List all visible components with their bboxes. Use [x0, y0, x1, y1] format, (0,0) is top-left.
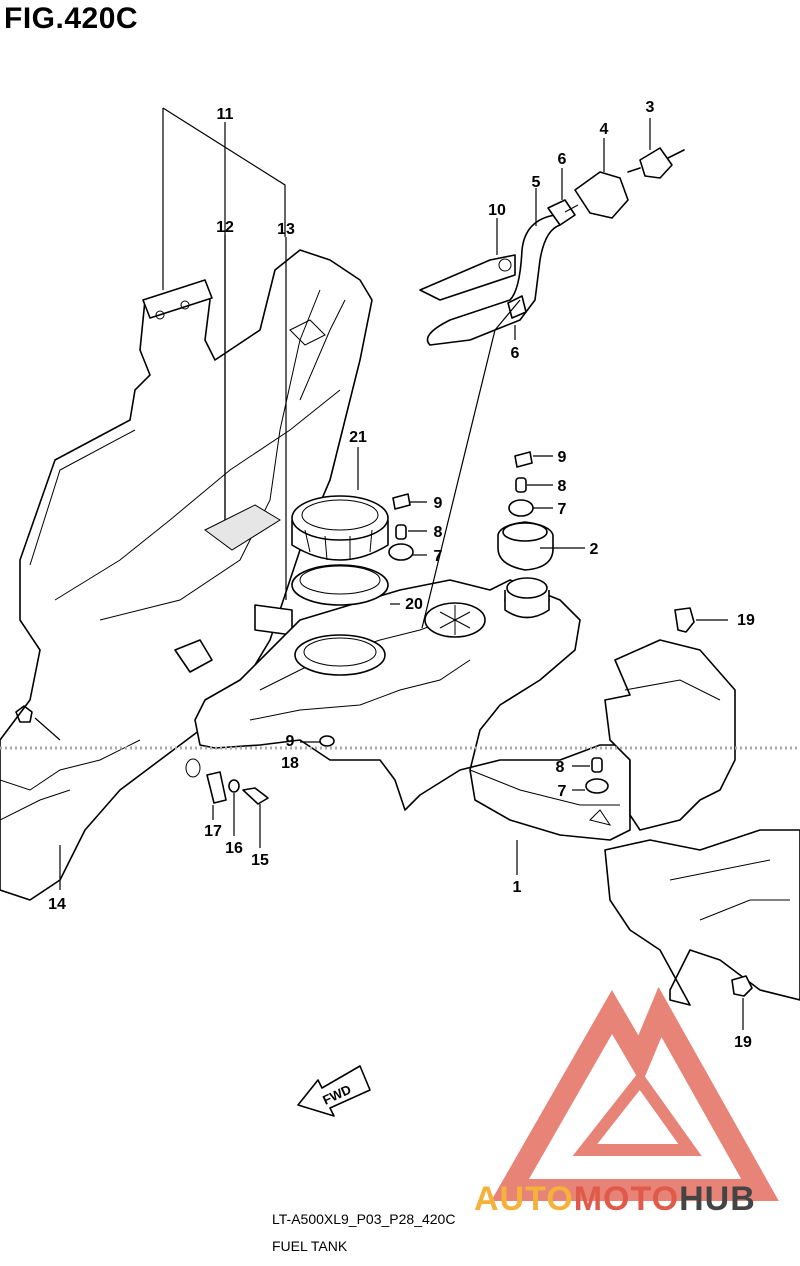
- label-part-12: 12: [216, 219, 234, 236]
- label-part-7-c: 7: [558, 783, 567, 800]
- label-part-20: 20: [405, 596, 423, 613]
- cap-ring: [291, 495, 389, 561]
- leader-lines: [34, 107, 744, 1030]
- small-fasteners: [15, 451, 753, 997]
- label-part-15: 15: [251, 852, 269, 869]
- label-part-8-a: 8: [434, 524, 443, 541]
- fuel-tank-body: [185, 577, 631, 841]
- label-part-3: 3: [646, 99, 655, 116]
- label-part-13: 13: [277, 221, 295, 238]
- label-part-16: 16: [225, 840, 243, 857]
- label-part-8-c: 8: [556, 759, 565, 776]
- watermark-text: AUTOMOTOHUB: [474, 1180, 756, 1219]
- label-part-2: 2: [590, 541, 599, 558]
- left-side-cover: [0, 249, 373, 901]
- part-labels: 1 2 3 4 5 6 6 7 7 7 8 8 8 9 9 9 10 11 12…: [48, 99, 755, 1051]
- watermark-part-1: AUTO: [474, 1180, 574, 1218]
- label-part-4: 4: [600, 121, 609, 138]
- watermark-logo: [491, 986, 779, 1201]
- breather-hose-assembly: [419, 147, 685, 346]
- label-part-8-b: 8: [558, 478, 567, 495]
- watermark-part-2: MOTO: [573, 1180, 680, 1218]
- label-part-19-upper: 19: [737, 612, 755, 629]
- label-part-7-b: 7: [558, 501, 567, 518]
- fwd-arrow: FWD: [297, 1065, 371, 1117]
- figure-title: FIG.420C: [4, 2, 139, 35]
- watermark-part-3: HUB: [679, 1180, 756, 1218]
- diagram-name: FUEL TANK: [272, 1238, 348, 1254]
- label-part-11: 11: [217, 106, 234, 123]
- label-part-21: 21: [349, 429, 367, 446]
- label-part-9-b: 9: [558, 449, 567, 466]
- fuel-cap: [497, 521, 554, 571]
- label-part-9-c: 9: [286, 733, 295, 750]
- label-part-19-lower: 19: [734, 1034, 752, 1051]
- gasket-ring: [291, 564, 389, 606]
- label-part-14: 14: [48, 896, 66, 913]
- label-part-7-a: 7: [434, 548, 443, 565]
- label-part-6-upper: 6: [558, 151, 567, 168]
- label-part-10: 10: [488, 202, 506, 219]
- label-part-18: 18: [281, 755, 299, 772]
- label-part-6-lower: 6: [511, 345, 520, 362]
- diagram-code: LT-A500XL9_P03_P28_420C: [272, 1211, 456, 1227]
- right-side-cover: [604, 639, 800, 1006]
- label-part-1: 1: [513, 879, 522, 896]
- label-part-17: 17: [204, 823, 222, 840]
- label-part-9-a: 9: [434, 495, 443, 512]
- label-part-5: 5: [532, 174, 541, 191]
